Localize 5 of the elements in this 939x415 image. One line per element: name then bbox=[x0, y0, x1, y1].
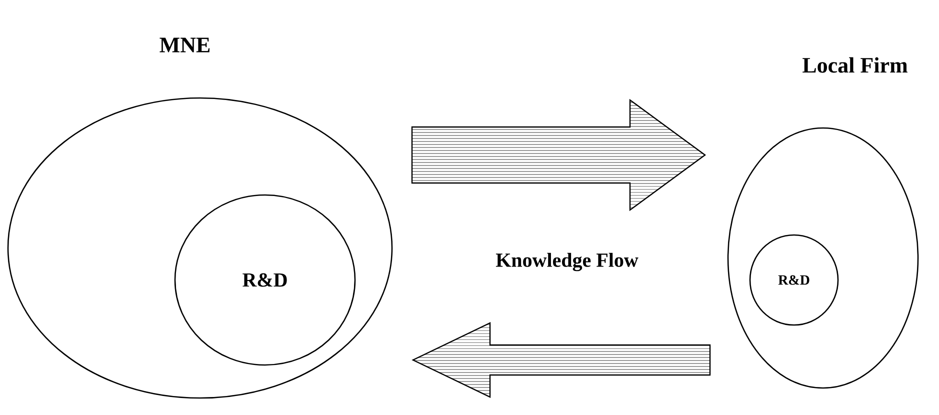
block-arrow bbox=[412, 322, 711, 398]
node-label: MNE bbox=[160, 38, 210, 52]
node-label: Local Firm bbox=[802, 57, 908, 73]
flow-label: Knowledge Flow bbox=[496, 252, 638, 272]
block-arrow bbox=[411, 98, 706, 212]
